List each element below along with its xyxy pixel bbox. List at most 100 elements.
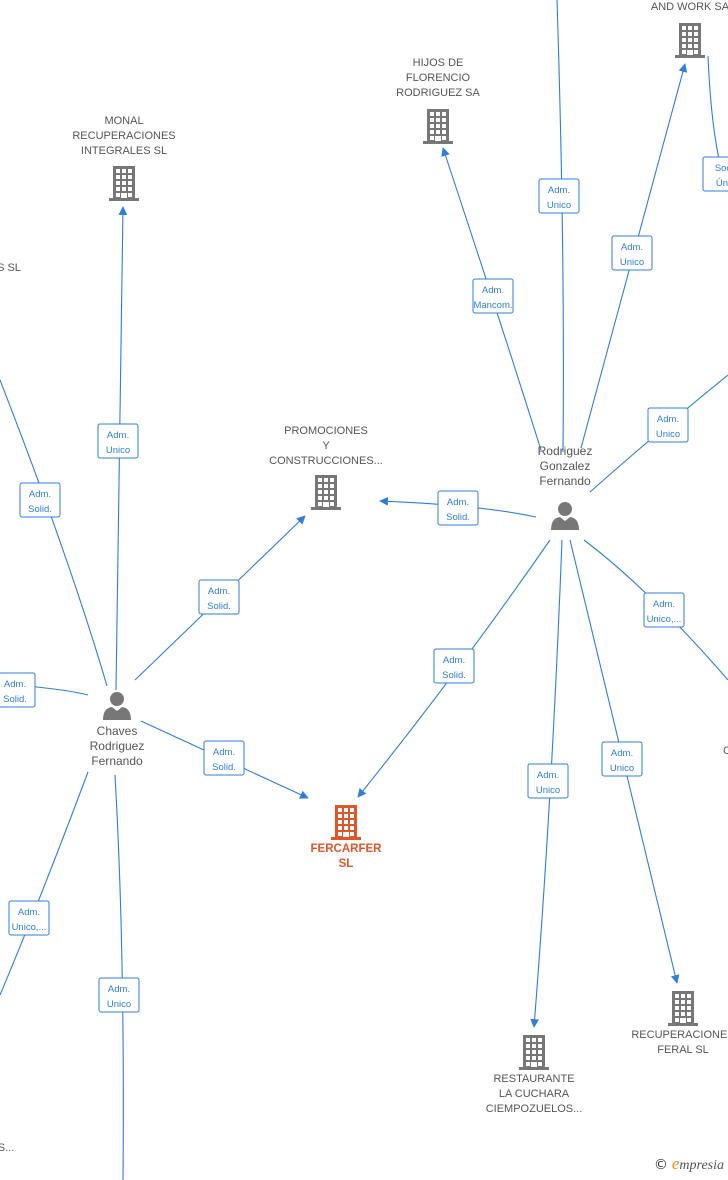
edge-label-e6[interactable]: Adm.Unico,... — [8, 900, 50, 936]
node-label: Y — [322, 440, 330, 452]
edge-label-text: Adm. — [657, 414, 679, 425]
node-label: Fernando — [539, 474, 591, 488]
edge-label-e1[interactable]: Adm. Unico — [97, 423, 139, 459]
edge-label-box — [0, 672, 36, 708]
edge-labels: Adm.UnicoAdm.Solid.Adm.Solid.Adm.Solid.A… — [0, 156, 728, 1013]
edge-label-e5[interactable]: Adm. Solid. — [203, 740, 245, 776]
node-label: AND WORK SA — [651, 1, 728, 13]
edge-label-text: Adm. — [213, 747, 235, 758]
edge-label-box — [472, 278, 514, 314]
node-promociones[interactable]: PROMOCIONESYCONSTRUCCIONES... — [269, 425, 383, 510]
brand-initial: e — [671, 1154, 680, 1173]
node-andwork[interactable]: AND WORK SA — [651, 1, 728, 58]
node-label: FERCARFER — [311, 843, 383, 855]
edge-label-text: Solid. — [212, 762, 236, 773]
node-label: Fernando — [91, 754, 143, 768]
node-label: Rodriguez — [90, 739, 145, 753]
edge-label-box — [527, 763, 569, 799]
edge-label-text: Solid. — [28, 504, 52, 515]
brand-name: mpresia — [679, 1158, 724, 1173]
node-label: FLORENCIO — [406, 72, 471, 84]
node-label: Chaves — [97, 724, 138, 738]
edge-label-text: Unico — [547, 200, 571, 211]
node-restaurante[interactable]: RESTAURANTE LA CUCHARA CIEMPOZUELOS... — [486, 1035, 583, 1115]
edge-label-box — [433, 648, 475, 684]
edge-label-box — [647, 407, 689, 443]
edge-label-e10[interactable]: Adm. Unico — [611, 235, 653, 271]
edge-label-box — [702, 156, 728, 192]
edge-label-text: Adm. — [443, 655, 465, 666]
edge-label-text: Adm. — [482, 285, 504, 296]
edge-line-e6 — [0, 771, 89, 996]
edge-label-e7[interactable]: Adm. Unico — [98, 977, 140, 1013]
node-label: MONAL — [104, 115, 143, 127]
edge-label-box — [643, 592, 685, 628]
node-label: C — [723, 745, 728, 757]
edge-label-e17[interactable]: Adm.Unico — [601, 741, 643, 777]
edge-label-e15[interactable]: Adm. Solid. — [433, 648, 475, 684]
edge-label-e12[interactable]: Adm. Unico — [647, 407, 689, 443]
edge-label-text: Adm. — [621, 242, 643, 253]
edge-label-box — [538, 178, 580, 214]
edge-label-text: Solid. — [3, 694, 27, 705]
node-label: CONSTRUCCIONES... — [269, 455, 383, 467]
edge-label-box — [98, 977, 140, 1013]
node-cut_right[interactable]: C — [723, 745, 728, 757]
node-label: S... — [0, 1142, 14, 1154]
person-icon — [103, 692, 131, 720]
edge-label-box — [19, 482, 61, 518]
edge-label-e13[interactable]: Adm.Solid. — [437, 490, 479, 526]
node-label: FERAL SL — [657, 1044, 709, 1056]
person-icon — [551, 502, 579, 530]
edge-label-box — [611, 235, 653, 271]
edge-label-text: Adm. — [611, 748, 633, 759]
nodes: FERCARFERSLChavesRodriguezFernandoRodrig… — [0, 1, 728, 1154]
node-cut_sl[interactable]: S SL — [0, 262, 21, 274]
edge-label-e4[interactable]: Adm.Solid. — [0, 672, 36, 708]
edge-label-text: Unico — [620, 257, 644, 268]
edge-label-text: Adm. — [107, 430, 129, 441]
edge-label-e9[interactable]: Adm. Mancom. — [472, 278, 514, 314]
node-label: LA CUCHARA — [499, 1088, 570, 1100]
edge-label-e16[interactable]: Adm.Unico — [527, 763, 569, 799]
node-label: INTEGRALES SL — [81, 145, 167, 157]
edge-label-text: Unico,... — [12, 922, 47, 933]
node-label: RODRIGUEZ SA — [396, 87, 480, 99]
edge-label-e11[interactable]: SocÚni — [702, 156, 728, 192]
edge-label-text: Adm. — [548, 185, 570, 196]
edge-line-e7 — [114, 774, 124, 1180]
edge-label-e3[interactable]: Adm.Solid. — [198, 579, 240, 615]
building-icon — [519, 1035, 549, 1070]
edge-label-e14[interactable]: Adm.Unico,... — [643, 592, 685, 628]
edge-label-text: Úni — [716, 178, 728, 189]
edge-label-e2[interactable]: Adm. Solid. — [19, 482, 61, 518]
edge-label-text: Unico — [656, 429, 680, 440]
edge-label-text: Mancom. — [473, 300, 512, 311]
edge-label-text: Adm. — [447, 497, 469, 508]
node-cut_bottom[interactable]: S... — [0, 1142, 14, 1154]
edge-label-text: Unico — [106, 445, 130, 456]
edge-label-text: Adm. — [29, 489, 51, 500]
edge-label-box — [437, 490, 479, 526]
building-icon — [331, 805, 361, 840]
edge-label-text: Solid. — [442, 670, 466, 681]
edge-label-e8[interactable]: Adm. Unico — [538, 178, 580, 214]
edge-label-text: Adm. — [208, 586, 230, 597]
edge-label-box — [198, 579, 240, 615]
edge-label-text: Adm. — [108, 984, 130, 995]
edge-label-text: Unico — [107, 999, 131, 1010]
edge-label-text: Adm. — [653, 599, 675, 610]
edge-label-box — [8, 900, 50, 936]
node-label: CIEMPOZUELOS... — [486, 1103, 583, 1115]
copyright-symbol: © — [653, 1157, 668, 1173]
building-icon — [675, 23, 705, 58]
edge-label-box — [203, 740, 245, 776]
node-label: RESTAURANTE — [493, 1073, 574, 1085]
